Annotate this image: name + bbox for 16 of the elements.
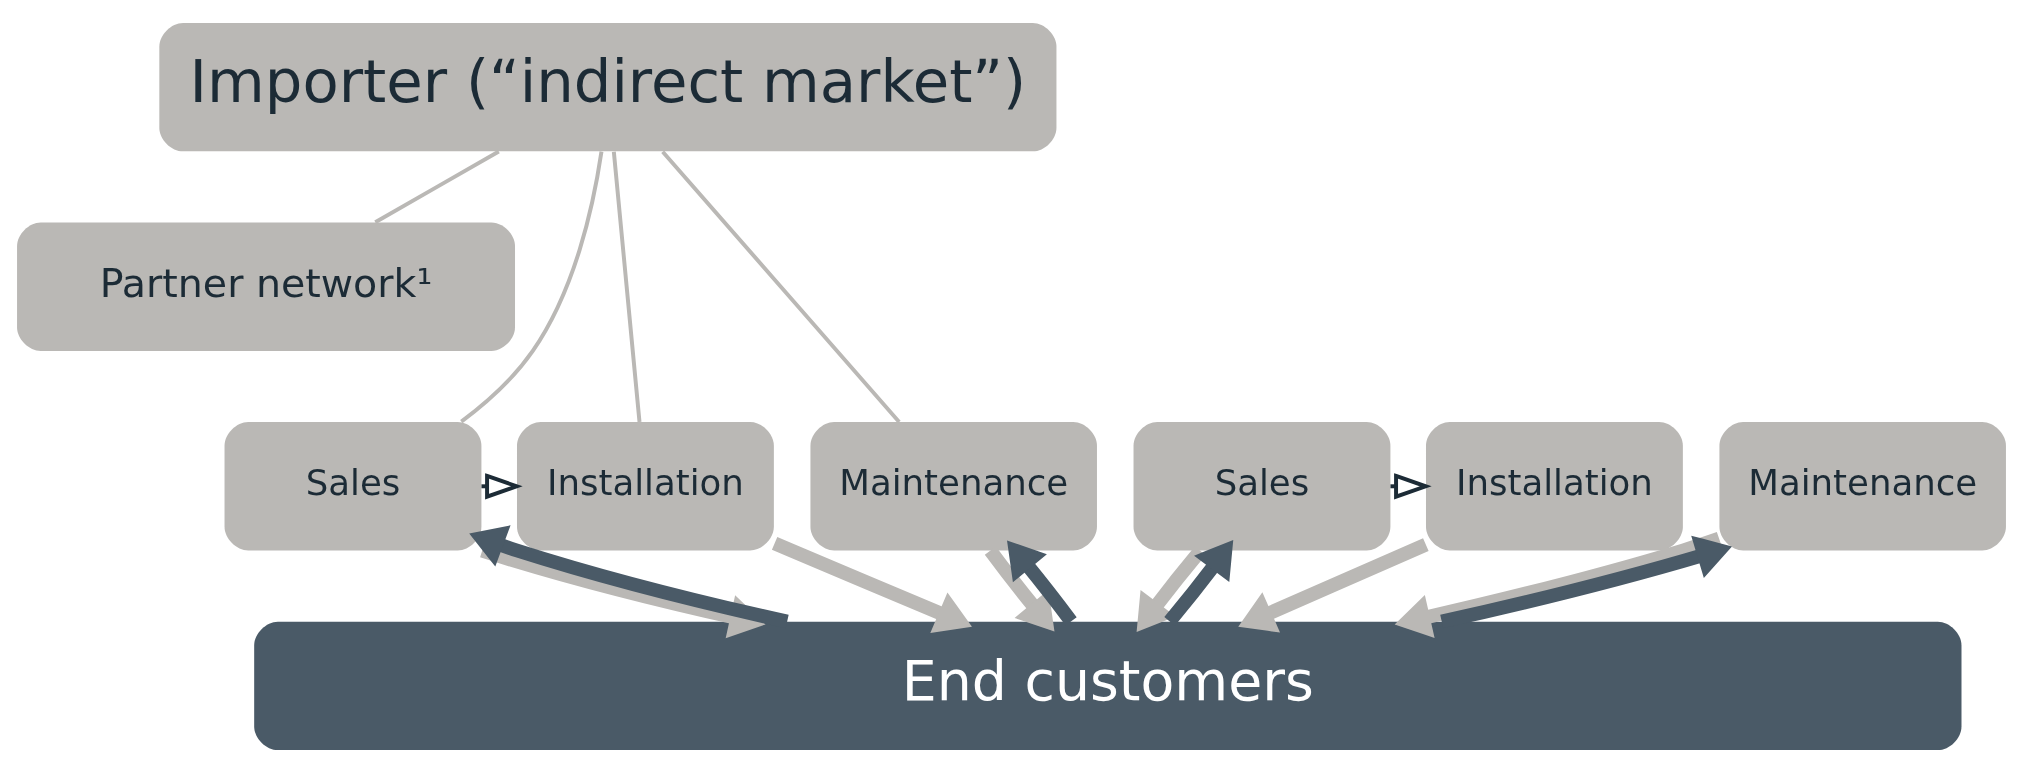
- node-box: Installation: [517, 422, 774, 551]
- node-box: Sales: [224, 422, 482, 551]
- node-box: Maintenance: [1719, 422, 2006, 551]
- arrow: [1394, 532, 1722, 638]
- node-box: Sales: [1133, 422, 1391, 551]
- connector: [374, 149, 500, 224]
- connector: [460, 151, 604, 424]
- node-box: Maintenance: [810, 422, 1097, 551]
- connector: [661, 150, 901, 424]
- connector: [611, 151, 642, 423]
- arrow: [1238, 538, 1429, 633]
- node-box: End customers: [254, 621, 1962, 751]
- node-box: Importer (“indirect market”): [159, 22, 1057, 152]
- arrow: [771, 536, 972, 634]
- node-box: Partner network¹: [17, 222, 515, 351]
- node-box: Installation: [1426, 422, 1683, 551]
